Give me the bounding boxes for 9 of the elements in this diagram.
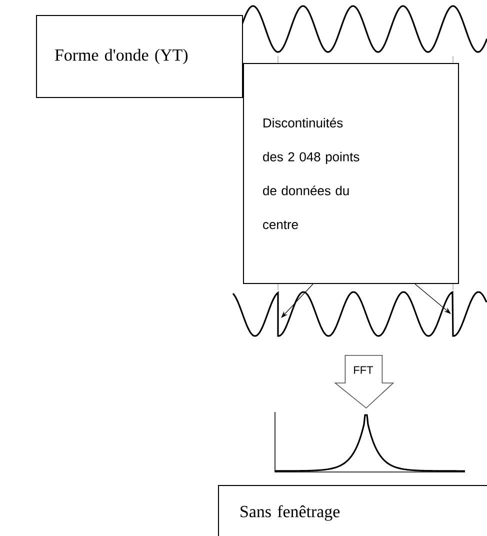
text-box: Discontinuités des 2 048 points de données du centre [243, 63, 459, 284]
leader-arrow [414, 284, 451, 314]
text-box: Forme d'onde (YT) [36, 15, 243, 98]
block-arrow [334, 355, 394, 409]
edge-label: FFT [352, 365, 374, 375]
waveform-drawing [232, 284, 487, 337]
text-box: Sans fenêtrage [218, 485, 487, 536]
spectrum-drawing [274, 412, 466, 472]
leader-arrow [281, 284, 314, 318]
